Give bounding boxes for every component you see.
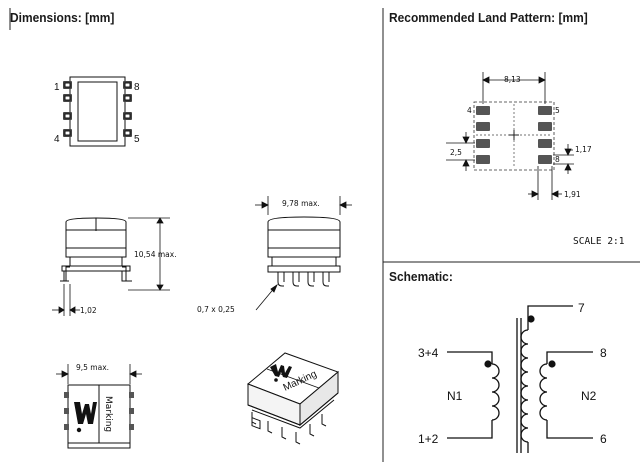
schematic-pin-1-2: 1+2 [418,432,439,446]
land-pin-4-label: 4 [467,106,472,115]
schematic-pin-3-4: 3+4 [418,346,439,360]
dimensions-header: Dimensions: [mm] [10,10,115,25]
package-3d-view [247,352,339,445]
height-dimension-label: 10,54 max. [134,250,177,259]
land-pattern-header: Recommended Land Pattern: [mm] [389,10,588,25]
land-pin-8-label: 8 [555,155,560,164]
row-pitch-dimension [482,72,546,104]
we-logo-icon [74,402,97,433]
pad-pitch-label: 2,5 [450,148,462,157]
pin-label-4: 4 [54,134,60,145]
land-pattern-drawing [473,101,555,171]
body-width-dimension [255,196,352,215]
pad-width-label: 1,17 [575,145,592,154]
section-dividers [9,8,640,462]
pin-label-5: 5 [134,134,140,145]
row-pitch-label: 8,13 [504,75,521,84]
pad-width-dimension [553,144,574,174]
winding-n1-label: N1 [447,389,463,403]
schematic-pin-7: 7 [578,301,585,315]
pad-length-label: 1,91 [564,190,581,199]
pin-label-1: 1 [54,82,60,93]
scale-label: SCALE 2:1 [573,236,625,247]
package-marking-view [64,384,134,449]
lead-pitch-label: 1,02 [80,306,97,315]
pad-length-dimension [528,166,562,200]
schematic-drawing [447,305,593,453]
land-pattern-pads [476,106,552,164]
pin-label-8: 8 [134,82,140,93]
winding-n2-label: N2 [581,389,597,403]
land-pin-5-label: 5 [555,106,560,115]
schematic-pin-6: 6 [600,432,607,446]
body-width-label: 9,78 max. [282,199,320,208]
marking-text: Marking [103,396,113,432]
package-side-view [60,217,132,282]
schematic-header: Schematic: [389,269,453,284]
top-width-label: 9,5 max. [76,363,109,372]
package-front-view [267,216,341,287]
polarity-dots [484,315,556,368]
schematic-pin-8: 8 [600,346,607,360]
lead-size-leader [255,283,278,311]
pad-pitch-dimension [446,132,475,171]
lead-pitch-dimension [52,284,80,316]
height-dimension [128,217,170,291]
top-width-dimension [56,364,142,384]
lead-size-label: 0,7 x 0,25 [197,305,235,314]
package-top-view [63,76,132,147]
